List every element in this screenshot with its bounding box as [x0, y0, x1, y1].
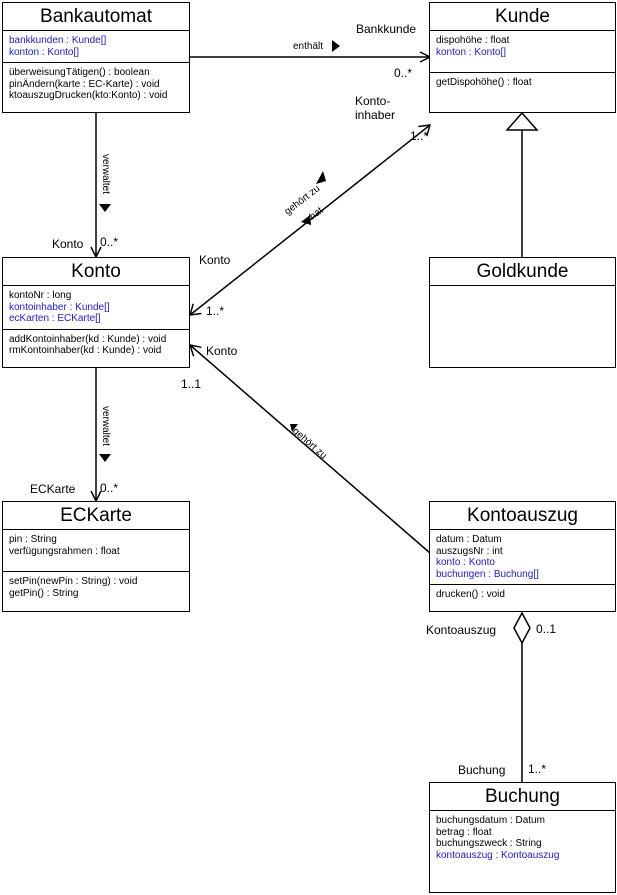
- attribute: bankkunden : Kunde[]: [9, 35, 107, 46]
- direction-triangle-verwaltet-2: [99, 454, 111, 462]
- multiplicity-konto-from-auszug: 1..1: [181, 377, 202, 391]
- multiplicity-kontoauszug: 0..1: [536, 622, 557, 636]
- role-bankkunde: Bankkunde: [356, 22, 417, 36]
- attribute: kontoauszug : Kontoauszug: [436, 849, 560, 861]
- role-buchung: Buchung: [458, 763, 506, 777]
- multiplicity-eckarte: 0..*: [100, 481, 119, 495]
- class-goldkunde[interactable]: Goldkunde: [429, 257, 616, 368]
- operation-list: überweisungTätigen() : boolean pinÄndern…: [3, 63, 189, 106]
- attribute-list: kontoNr : long kontoinhaber : Kunde[] ec…: [3, 286, 189, 330]
- class-eckarte[interactable]: ECKarte pin : String verfügungsrahmen : …: [2, 501, 190, 612]
- class-kunde[interactable]: Kunde dispohöhe : float konton : Konto[]…: [429, 2, 616, 113]
- direction-triangle-verwaltet-1: [99, 204, 111, 212]
- operation: addKontoinhaber(kd : Kunde) : void: [9, 333, 167, 345]
- role-kontoinhaber-line1: Konto-: [355, 94, 391, 108]
- arrowhead-kunde-diag: [418, 124, 432, 137]
- class-bankautomat[interactable]: Bankautomat bankkunden : Kunde[] konton …: [2, 2, 190, 113]
- attribute: kontoNr : long: [9, 290, 72, 301]
- class-name: Kontoauszug: [430, 502, 615, 530]
- attribute: buchungszweck : String: [436, 838, 542, 849]
- attribute-list: dispohöhe : float konton : Konto[]: [430, 31, 615, 73]
- operation: überweisungTätigen() : boolean: [9, 67, 150, 78]
- direction-triangle-gehoert-zu: [316, 171, 326, 184]
- generalization-triangle: [505, 111, 539, 131]
- attribute-list: pin : String verfügungsrahmen : float: [3, 530, 189, 572]
- arrowhead-konto-from-auszug: [188, 344, 202, 357]
- role-konto-diag: Konto: [199, 253, 231, 267]
- operation: rmKontoinhaber(kd : Kunde) : void: [9, 345, 162, 356]
- attribute: buchungsdatum : Datum: [436, 815, 545, 826]
- attribute: dispohöhe : float: [436, 35, 510, 46]
- class-name: ECKarte: [3, 502, 189, 530]
- operation-list: addKontoinhaber(kd : Kunde) : void rmKon…: [3, 330, 189, 361]
- role-konto-top: Konto: [52, 237, 84, 251]
- attribute: datum : Datum: [436, 534, 502, 545]
- association-name-enthaelt: enthält: [293, 41, 324, 52]
- class-konto[interactable]: Konto kontoNr : long kontoinhaber : Kund…: [2, 257, 190, 368]
- operation: setPin(newPin : String) : void: [9, 576, 138, 587]
- attribute: konto : Konto: [436, 557, 495, 568]
- operation: ktoauszugDrucken(kto:Konto) : void: [9, 90, 168, 101]
- class-name: Buchung: [430, 783, 615, 811]
- class-kontoauszug[interactable]: Kontoauszug datum : Datum auszugsNr : in…: [429, 501, 616, 612]
- operation: getPin() : String: [9, 587, 79, 599]
- operation-list: setPin(newPin : String) : void getPin() …: [3, 572, 189, 603]
- operation-list: drucken() : void: [430, 585, 615, 605]
- association-name-verwaltet-1: verwaltet: [100, 154, 111, 195]
- class-name: Goldkunde: [430, 258, 615, 286]
- attribute: betrag : float: [436, 826, 492, 838]
- attribute-list: bankkunden : Kunde[] konton : Konto[]: [3, 31, 189, 63]
- attribute-list: datum : Datum auszugsNr : int konto : Ko…: [430, 530, 615, 585]
- direction-triangle-hat: [301, 215, 311, 225]
- arrowhead-konto-diag: [188, 303, 202, 316]
- operation-list: getDispohöhe() : float: [430, 73, 615, 93]
- class-buchung[interactable]: Buchung buchungsdatum : Datum betrag : f…: [429, 782, 616, 893]
- aggregation-diamond: [513, 611, 531, 645]
- role-kontoinhaber-line2: inhaber: [355, 108, 396, 122]
- role-eckarte: ECKarte: [30, 482, 76, 496]
- multiplicity-konto-top: 0..*: [100, 235, 119, 249]
- attribute: ecKarten : ECKarte[]: [9, 313, 101, 324]
- multiplicity-bankkunde: 0..*: [394, 66, 413, 80]
- operation: getDispohöhe() : float: [436, 77, 532, 88]
- multiplicity-buchung: 1..*: [528, 762, 547, 776]
- operation: drucken() : void: [436, 589, 505, 600]
- direction-triangle-enthaelt: [332, 40, 340, 52]
- direction-triangle-gehoert-zu-2: [290, 424, 298, 432]
- attribute: konton : Konto[]: [436, 46, 507, 58]
- attribute: konton : Konto[]: [9, 46, 80, 58]
- class-name: Konto: [3, 258, 189, 286]
- attribute: pin : String: [9, 534, 57, 545]
- attribute-list: buchungsdatum : Datum betrag : float buc…: [430, 811, 615, 865]
- attribute: auszugsNr : int: [436, 545, 503, 557]
- operation: pinÄndern(karte : EC-Karte) : void: [9, 78, 160, 90]
- class-name: Bankautomat: [3, 3, 189, 31]
- association-name-verwaltet-2: verwaltet: [100, 406, 111, 447]
- role-kontoauszug: Kontoauszug: [426, 623, 497, 637]
- multiplicity-kontoinhaber: 1..*: [410, 129, 429, 143]
- multiplicity-konto-diag: 1..*: [206, 304, 225, 318]
- role-konto-from-auszug: Konto: [206, 344, 238, 358]
- attribute: buchungen : Buchung[]: [436, 568, 539, 580]
- class-name: Kunde: [430, 3, 615, 31]
- attribute: verfügungsrahmen : float: [9, 545, 120, 557]
- attribute: kontoinhaber : Kunde[]: [9, 301, 110, 313]
- association-kontoauszug-konto: [189, 344, 431, 554]
